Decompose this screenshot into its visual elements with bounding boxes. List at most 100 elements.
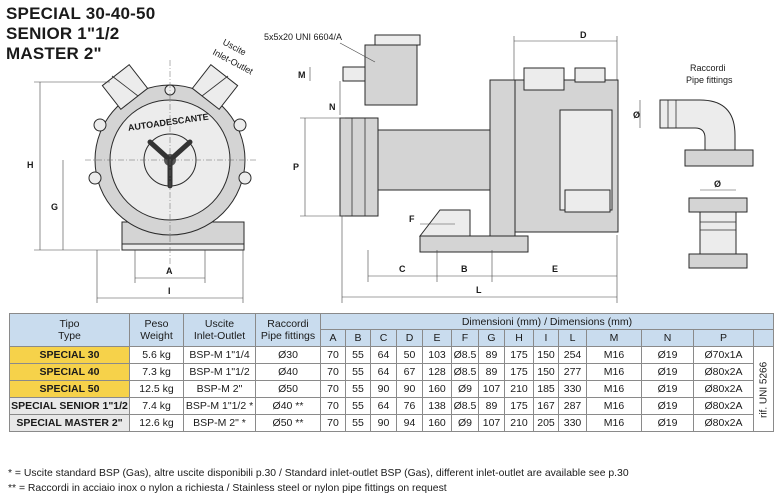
header-dimensions: Dimensioni (mm) / Dimensions (mm)	[320, 313, 774, 330]
row-dim-f: Ø8.5	[451, 346, 479, 364]
row-dim-g: 107	[478, 380, 505, 398]
row-dim-a: 70	[320, 380, 346, 398]
row-type: SPECIAL 30	[9, 346, 130, 364]
pump-outlet	[523, 67, 565, 91]
col-f: F	[451, 329, 479, 347]
row-fitting: Ø50	[255, 380, 321, 398]
shaft-body	[377, 129, 491, 191]
row-dim-l: 277	[558, 363, 587, 381]
row-dim-g: 107	[478, 414, 505, 432]
row-dim-f: Ø9	[451, 414, 479, 432]
col-h: H	[504, 329, 534, 347]
row-dim-i: 150	[533, 363, 559, 381]
col-g: G	[478, 329, 505, 347]
row-outlet: BSP-M 2" *	[183, 414, 256, 432]
dim-a: A	[166, 266, 173, 276]
front-base-foot	[121, 243, 245, 251]
row-dim-c: 64	[370, 346, 397, 364]
dim-c: C	[399, 264, 406, 274]
side-base	[419, 235, 529, 253]
dim-g: G	[51, 202, 58, 212]
standard-ref: rif. UNI 5266	[753, 346, 774, 432]
row-dim-a: 70	[320, 363, 346, 381]
row-fitting: Ø30	[255, 346, 321, 364]
row-dim-p: Ø80x2A	[693, 363, 754, 381]
row-dim-e: 128	[422, 363, 452, 381]
row-dim-m: M16	[586, 397, 642, 415]
row-dim-n: Ø19	[641, 346, 694, 364]
row-type: SPECIAL SENIOR 1"1/2	[9, 397, 130, 415]
row-outlet: BSP-M 1"1/2	[183, 363, 256, 381]
row-dim-a: 70	[320, 397, 346, 415]
row-fitting: Ø40 **	[255, 397, 321, 415]
col-b: B	[345, 329, 371, 347]
pump-flange	[489, 79, 516, 237]
row-dim-h: 175	[504, 346, 534, 364]
row-dim-d: 76	[396, 397, 423, 415]
dim-diam-2: Ø	[714, 179, 721, 189]
fittings-label-en: Pipe fittings	[686, 75, 733, 85]
dim-i: I	[168, 286, 171, 296]
straight-nut	[688, 197, 748, 213]
row-dim-h: 210	[504, 380, 534, 398]
row-dim-i: 150	[533, 346, 559, 364]
row-dim-m: M16	[586, 414, 642, 432]
footnote-2: ** = Raccordi in acciaio inox o nylon a …	[8, 483, 447, 494]
elbow-fitting	[659, 99, 736, 151]
row-dim-d: 94	[396, 414, 423, 432]
row-dim-e: 160	[422, 380, 452, 398]
row-dim-l: 330	[558, 414, 587, 432]
dim-m: M	[298, 70, 306, 80]
dim-d: D	[580, 30, 587, 40]
dim-l: L	[476, 285, 482, 295]
shaft-housing	[364, 44, 418, 106]
row-dim-n: Ø19	[641, 380, 694, 398]
row-dim-c: 90	[370, 414, 397, 432]
dim-n: N	[329, 102, 336, 112]
pulley	[339, 117, 379, 217]
col-i: I	[533, 329, 559, 347]
row-fitting: Ø40	[255, 363, 321, 381]
row-type: SPECIAL 40	[9, 363, 130, 381]
title-line-1: SPECIAL 30-40-50	[6, 4, 156, 23]
row-dim-c: 90	[370, 380, 397, 398]
col-standard-spacer	[753, 329, 774, 347]
straight-fitting	[699, 211, 737, 255]
row-weight: 12.5 kg	[129, 380, 184, 398]
side-view: 5x5x20 UNI 6604/A M N P D F	[264, 30, 619, 303]
row-dim-i: 205	[533, 414, 559, 432]
row-weight: 12.6 kg	[129, 414, 184, 432]
row-dim-m: M16	[586, 380, 642, 398]
row-dim-a: 70	[320, 414, 346, 432]
row-dim-d: 50	[396, 346, 423, 364]
fittings-label-it: Raccordi	[690, 63, 726, 73]
row-dim-l: 254	[558, 346, 587, 364]
row-dim-n: Ø19	[641, 397, 694, 415]
row-dim-b: 55	[345, 380, 371, 398]
row-dim-p: Ø80x2A	[693, 397, 754, 415]
dim-h: H	[27, 160, 34, 170]
row-weight: 5.6 kg	[129, 346, 184, 364]
row-dim-b: 55	[345, 397, 371, 415]
row-dim-h: 175	[504, 397, 534, 415]
row-dim-i: 185	[533, 380, 559, 398]
key-label: 5x5x20 UNI 6604/A	[264, 32, 342, 42]
title-line-2: SENIOR 1"1/2	[6, 24, 120, 43]
row-dim-f: Ø9	[451, 380, 479, 398]
row-type: SPECIAL 50	[9, 380, 130, 398]
row-dim-i: 167	[533, 397, 559, 415]
row-dim-a: 70	[320, 346, 346, 364]
footnote-1: * = Uscite standard BSP (Gas), altre usc…	[8, 468, 629, 479]
row-dim-b: 55	[345, 414, 371, 432]
row-dim-p: Ø80x2A	[693, 414, 754, 432]
row-dim-p: Ø80x2A	[693, 380, 754, 398]
row-dim-n: Ø19	[641, 414, 694, 432]
row-dim-c: 64	[370, 363, 397, 381]
